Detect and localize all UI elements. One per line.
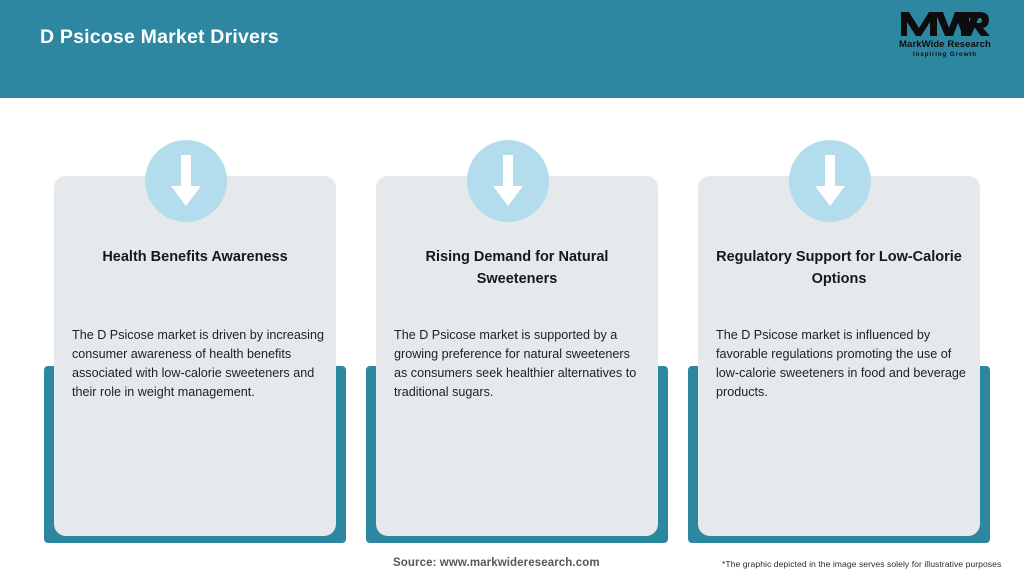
brand-logo: MarkWide Research Inspiring Growth [884, 8, 1006, 66]
card-description: The D Psicose market is influenced by fa… [716, 328, 966, 399]
driver-card: Rising Demand for Natural Sweeteners The… [366, 140, 668, 543]
down-arrow-glyph [493, 155, 523, 206]
down-arrow-glyph [171, 155, 201, 206]
logo-tagline: Inspiring Growth [913, 51, 977, 58]
down-arrow-icon [467, 140, 549, 222]
header-bar: D Psicose Market Drivers MarkWide Resear… [0, 0, 1024, 98]
driver-card: Health Benefits Awareness The D Psicose … [44, 140, 346, 543]
card-surface: Rising Demand for Natural Sweeteners The… [376, 176, 658, 536]
card-title: Health Benefits Awareness [102, 249, 288, 265]
card-description: The D Psicose market is supported by a g… [394, 328, 637, 399]
mwr-monogram-icon [901, 12, 990, 36]
card-description: The D Psicose market is driven by increa… [72, 328, 324, 399]
down-arrow-icon [145, 140, 227, 222]
down-arrow-icon [789, 140, 871, 222]
page-title: D Psicose Market Drivers [40, 26, 279, 48]
down-arrow-glyph [815, 155, 845, 206]
disclaimer-label: *The graphic depicted in the image serve… [722, 559, 1002, 569]
driver-card: Regulatory Support for Low-Calorie Optio… [688, 140, 990, 543]
source-label: Source: www.markwideresearch.com [393, 557, 600, 569]
card-surface: Health Benefits Awareness The D Psicose … [54, 176, 336, 536]
card-title: Regulatory Support for Low-Calorie Optio… [716, 249, 962, 287]
logo-company-name: MarkWide Research [899, 39, 991, 50]
card-title: Rising Demand for Natural Sweeteners [425, 249, 609, 287]
card-surface: Regulatory Support for Low-Calorie Optio… [698, 176, 980, 536]
